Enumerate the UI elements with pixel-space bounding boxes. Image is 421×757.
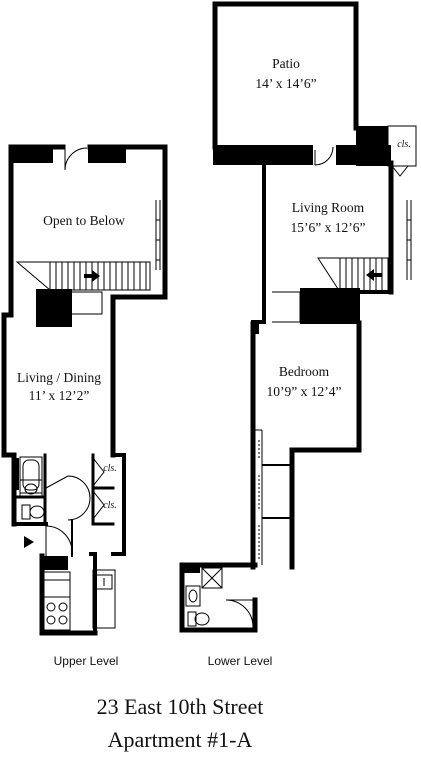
living-dining-dims: 11’ x 12’2”	[29, 388, 90, 403]
lower-sink-icon	[185, 585, 201, 607]
living-room-label: Living Room	[292, 200, 365, 215]
upper-opening	[72, 291, 103, 315]
upper-sink-icon	[19, 479, 43, 499]
lower-toilet-icon	[187, 611, 210, 627]
room-labels: Open to Below Living / Dining 11’ x 12’2…	[17, 56, 411, 511]
living-dining-label: Living / Dining	[17, 370, 101, 385]
shower-icon	[201, 567, 223, 589]
lower-opening	[272, 291, 301, 323]
upper-stair-arrow-icon	[84, 270, 100, 282]
level-labels: Upper Level Lower Level	[54, 654, 273, 668]
upper-closet-label-2: cls.	[103, 500, 117, 511]
lower-window-right	[406, 200, 412, 280]
upper-bath-door	[45, 475, 91, 521]
lower-closet-label: cls.	[397, 139, 411, 150]
upper-stairs	[15, 261, 151, 291]
entry-arrow-icon	[24, 536, 34, 548]
kitchen	[43, 569, 116, 631]
address-block: 23 East 10th Street Apartment #1-A	[97, 694, 264, 752]
upper-closet-label-1: cls.	[103, 463, 117, 474]
upper-wall-masses	[9, 145, 126, 570]
bathtub-icon	[19, 456, 43, 494]
lower-stair-arrow-icon	[366, 269, 382, 281]
address-line-2: Apartment #1-A	[108, 727, 253, 752]
entry-door	[45, 525, 73, 556]
patio-dims: 14’ x 14’6”	[255, 76, 316, 91]
lower-bath-door	[225, 599, 254, 628]
closet-door-1	[92, 457, 105, 487]
closet-door-2	[92, 490, 105, 520]
upper-level-label: Upper Level	[54, 654, 119, 668]
upper-door-top	[64, 147, 88, 171]
bedroom-closets	[253, 429, 292, 565]
lower-wall-masses	[180, 126, 391, 573]
patio-door	[314, 146, 334, 166]
address-line-1: 23 East 10th Street	[97, 694, 264, 719]
bedroom-label: Bedroom	[279, 364, 330, 379]
patio-label: Patio	[272, 56, 300, 71]
bedroom-dims: 10’9” x 12’4”	[267, 384, 342, 399]
lower-level-label: Lower Level	[208, 654, 273, 668]
living-room-dims: 15’6” x 12’6”	[291, 220, 366, 235]
lower-closet	[387, 125, 417, 177]
upper-window-right	[155, 200, 161, 270]
upper-toilet-icon	[21, 504, 45, 520]
open-to-below-label: Open to Below	[43, 213, 125, 228]
